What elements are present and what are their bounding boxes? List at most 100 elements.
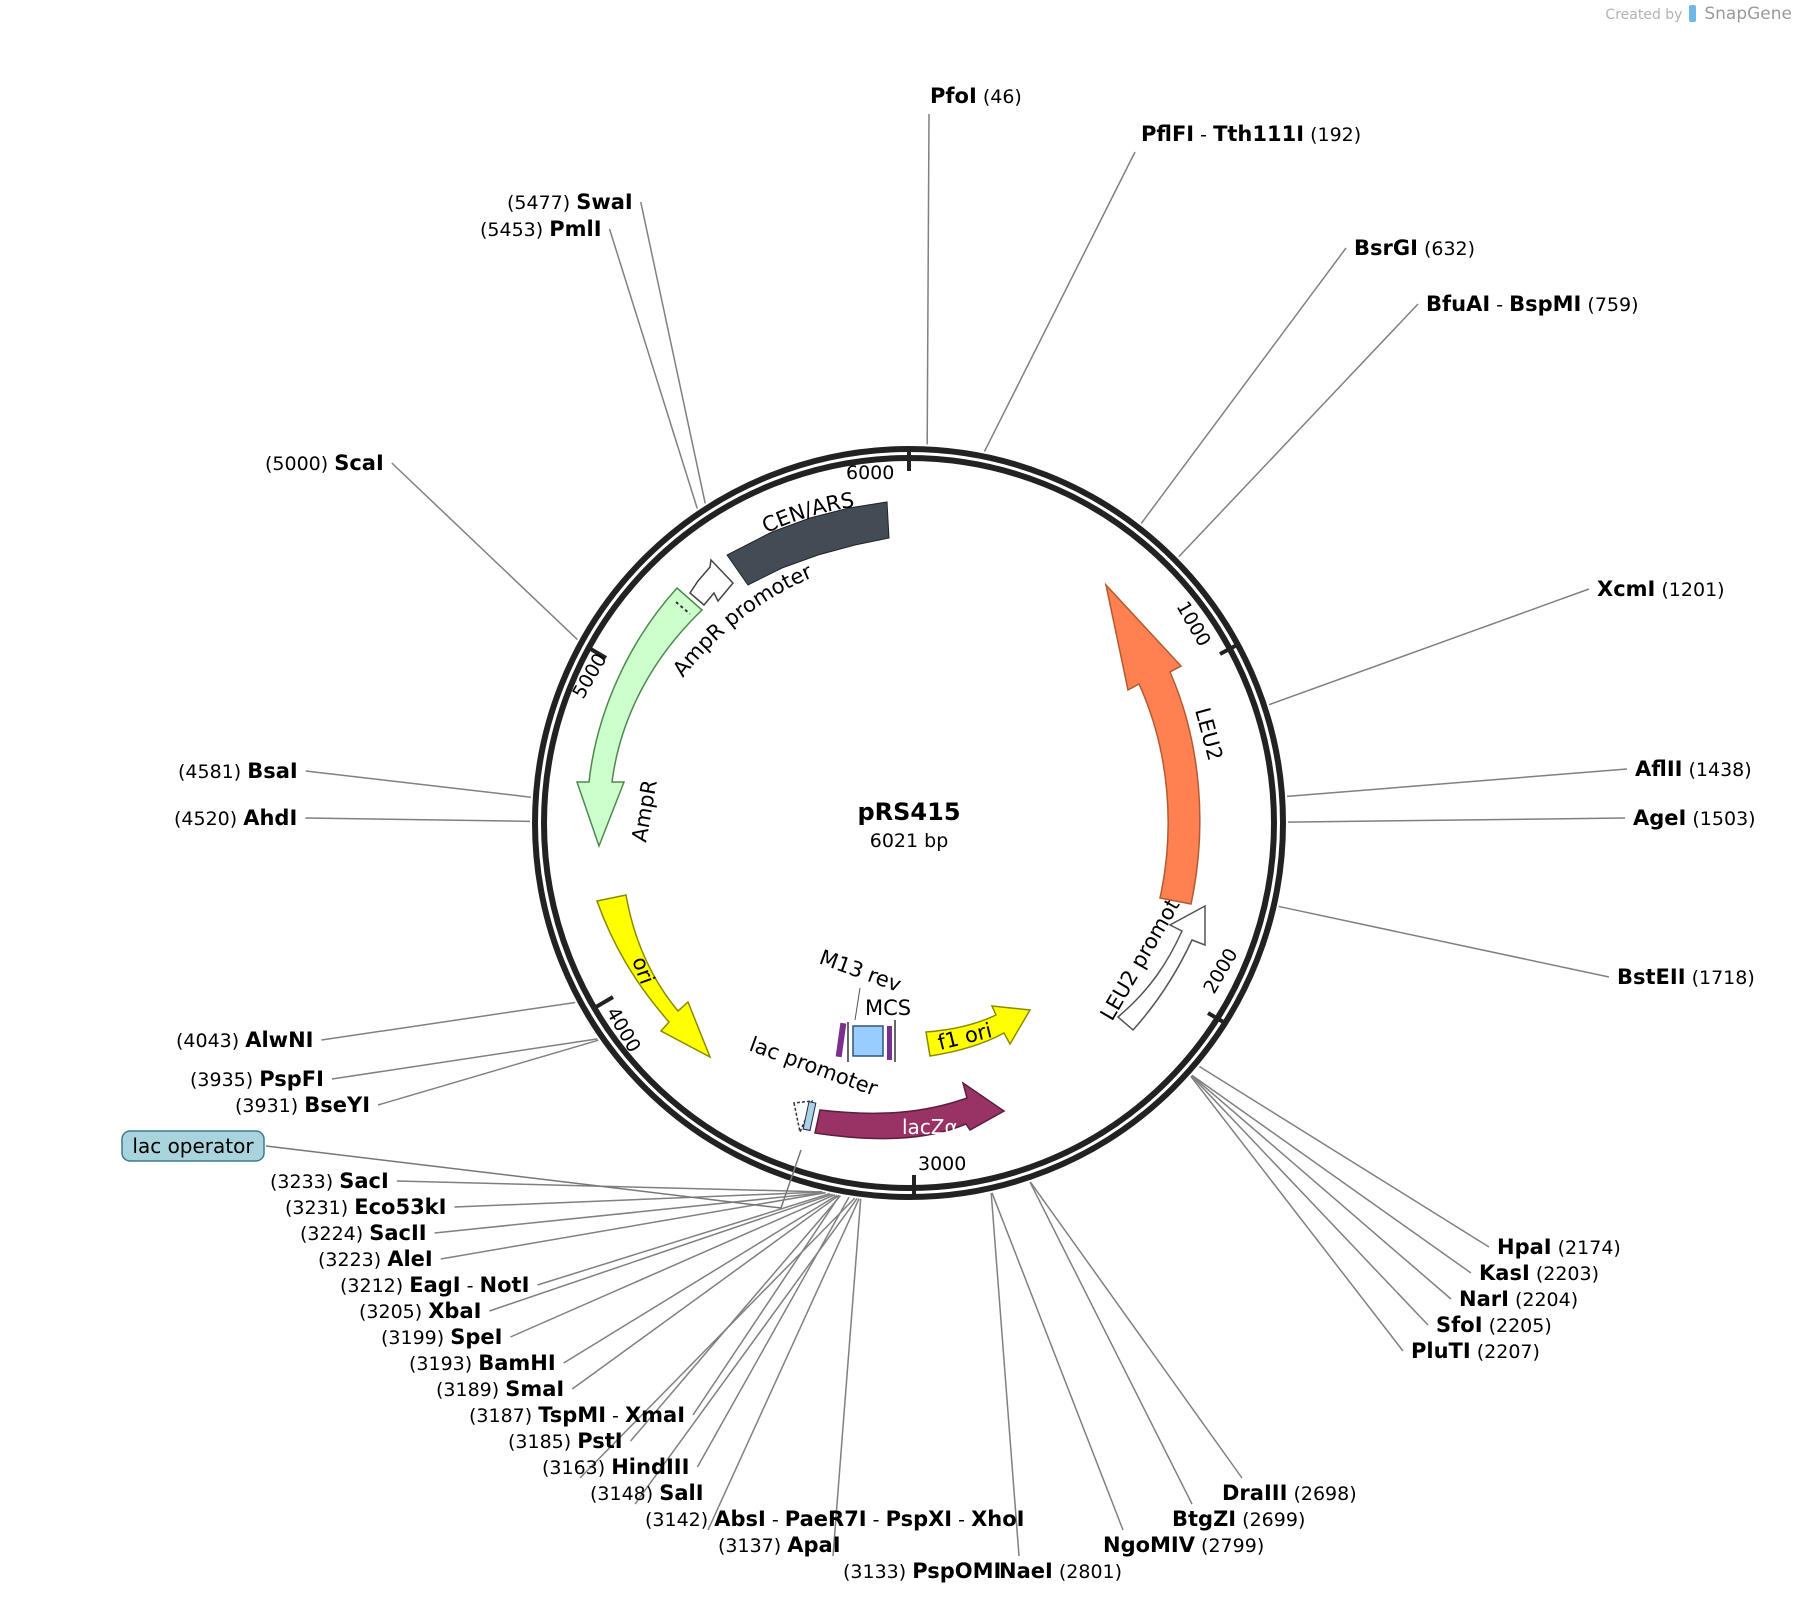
enzyme-name: PspXI (886, 1507, 953, 1531)
enzyme-ahdi-leader (305, 817, 531, 823)
ampr-arrow[interactable] (575, 586, 704, 849)
enzyme-draiii-label[interactable]: DraIII (2698) (1222, 1481, 1357, 1505)
enzyme-pspfi-label[interactable]: (3935) PspFI (190, 1067, 324, 1091)
enzyme-scai-label[interactable]: (5000) ScaI (265, 451, 384, 475)
enzyme-eagi-label[interactable]: (3212) EagI - NotI (340, 1273, 529, 1297)
enzyme-pflfi-label[interactable]: PflFI - Tth111I (192) (1141, 122, 1361, 146)
enzyme-absi-label[interactable]: (3142) AbsI - PaeR7I - PspXI - XhoI (645, 1507, 1024, 1531)
enzyme-alei-label[interactable]: (3223) AleI (318, 1247, 433, 1271)
enzyme-bsai-leader (305, 770, 531, 798)
enzyme-name: AleI (387, 1247, 433, 1271)
enzyme-pmli-label[interactable]: (5453) PmlI (480, 217, 602, 241)
enzyme-nari-label[interactable]: NarI (2204) (1459, 1287, 1578, 1311)
enzyme-naei-label[interactable]: NaeI (2801) (999, 1559, 1122, 1583)
enzyme-saci-label[interactable]: (3233) SacI (270, 1169, 389, 1193)
enzyme-position: (2204) (1515, 1289, 1578, 1311)
enzyme-pfoi-label[interactable]: PfoI (46) (930, 84, 1022, 108)
enzyme-bfuai-label[interactable]: BfuAI - BspMI (759) (1426, 292, 1639, 316)
enzyme-psti-label[interactable]: (3185) PstI (508, 1429, 623, 1453)
enzyme-name: XhoI (971, 1507, 1024, 1531)
mcs-right-marker[interactable] (887, 1026, 892, 1060)
enzyme-position: (3935) (190, 1069, 253, 1091)
enzyme-name: XbaI (428, 1299, 481, 1323)
enzyme-agei-label[interactable]: AgeI (1503) (1633, 806, 1756, 830)
enzyme-pspomi-leader (832, 1198, 862, 1557)
enzyme-position: (4520) (174, 808, 237, 830)
enzyme-xbai-label[interactable]: (3205) XbaI (359, 1299, 481, 1323)
enzyme-separator: - (461, 1275, 480, 1297)
enzyme-sfoi-label[interactable]: SfoI (2205) (1436, 1313, 1552, 1337)
enzyme-position: (3185) (508, 1431, 571, 1453)
enzyme-bsrgi-label[interactable]: BsrGI (632) (1354, 236, 1475, 260)
enzyme-swai-label[interactable]: (5477) SwaI (507, 190, 633, 214)
enzyme-position: (1201) (1661, 579, 1724, 601)
enzyme-position: (3189) (436, 1379, 499, 1401)
ampr-promoter-arrow[interactable] (689, 558, 735, 607)
enzyme-pluti-leader (1190, 1075, 1404, 1352)
ampr-label: AmpR (627, 778, 662, 844)
enzyme-hpai-label[interactable]: HpaI (2174) (1497, 1235, 1621, 1259)
enzyme-name: PspFI (259, 1067, 324, 1091)
enzyme-name: SacI (339, 1169, 389, 1193)
enzyme-alwni-label[interactable]: (4043) AlwNI (176, 1028, 313, 1052)
enzyme-name: PaeR7I (785, 1507, 867, 1531)
enzyme-position: (1438) (1689, 759, 1752, 781)
enzyme-sali-leader (579, 1197, 856, 1479)
enzyme-bsai-label[interactable]: (4581) BsaI (178, 759, 298, 783)
features: CEN/ARS AmpR promoter AmpR ori lacZα f1 … (265, 488, 1227, 1209)
enzyme-name: PflFI (1141, 122, 1194, 146)
lac-operator-callout[interactable]: lac operator (121, 1130, 265, 1162)
enzyme-aflii-label[interactable]: AflII (1438) (1635, 757, 1752, 781)
enzyme-hindiii-label[interactable]: (3163) HindIII (542, 1455, 689, 1479)
enzyme-ngomiv-label[interactable]: NgoMIV (2799) (1103, 1533, 1264, 1557)
mcs-box[interactable] (852, 1025, 884, 1057)
enzyme-position: (2207) (1477, 1341, 1540, 1363)
f1-ori-arrow[interactable] (925, 1005, 1032, 1057)
enzyme-position: (3223) (318, 1249, 381, 1271)
enzyme-position: (3199) (381, 1327, 444, 1349)
enzyme-bamhi-label[interactable]: (3193) BamHI (409, 1351, 556, 1375)
enzyme-xcmi-label[interactable]: XcmI (1201) (1597, 577, 1725, 601)
enzyme-name: SacII (369, 1221, 426, 1245)
enzyme-position: (3187) (469, 1405, 532, 1427)
enzyme-ahdi-label[interactable]: (4520) AhdI (174, 806, 297, 830)
enzyme-apai-label[interactable]: (3137) ApaI (718, 1533, 841, 1557)
tick-label-1000: 1000 (1172, 598, 1215, 651)
enzyme-nari-leader (1191, 1074, 1452, 1300)
enzyme-bamhi-leader (563, 1194, 838, 1364)
f1-ori-label: f1 ori (935, 1018, 994, 1055)
enzyme-pspomi-label[interactable]: (3133) PspOMI (843, 1559, 1001, 1583)
enzyme-bsrgi-leader (1140, 247, 1347, 524)
enzyme-sali-label[interactable]: (3148) SalI (590, 1481, 704, 1505)
enzyme-eco53ki-label[interactable]: (3231) Eco53kI (285, 1195, 446, 1219)
tick-mark-2000 (1206, 1011, 1227, 1025)
leu2-promoter-arrow[interactable] (1116, 904, 1206, 1032)
enzyme-kasi-label[interactable]: KasI (2203) (1479, 1261, 1599, 1285)
cen-ars-arrow[interactable] (726, 501, 890, 586)
credit-prefix: Created by (1605, 7, 1683, 23)
enzyme-separator: - (867, 1509, 886, 1531)
enzyme-pluti-label[interactable]: PluTI (2207) (1411, 1339, 1540, 1363)
enzyme-smai-label[interactable]: (3189) SmaI (436, 1377, 564, 1401)
enzyme-sacii-label[interactable]: (3224) SacII (300, 1221, 427, 1245)
enzyme-spei-label[interactable]: (3199) SpeI (381, 1325, 502, 1349)
enzyme-bseyi-label[interactable]: (3931) BseYI (235, 1093, 370, 1117)
enzyme-name: Tth111I (1213, 122, 1304, 146)
enzyme-scai-leader (391, 462, 578, 641)
enzyme-position: (2174) (1558, 1237, 1621, 1259)
enzyme-tspmi-label[interactable]: (3187) TspMI - XmaI (469, 1403, 685, 1427)
leu2-arrow[interactable] (1104, 582, 1201, 905)
enzyme-separator: - (766, 1509, 785, 1531)
enzyme-name: PmlI (549, 217, 601, 241)
enzyme-name: PluTI (1411, 1339, 1471, 1363)
enzyme-btgzi-label[interactable]: BtgZI (2699) (1172, 1507, 1305, 1531)
tick-mark-4000 (594, 995, 615, 1009)
lacz-alpha-arrow[interactable] (814, 1081, 1006, 1140)
m13-rev-marker[interactable] (835, 1022, 847, 1058)
tick-mark-5000 (587, 646, 608, 660)
ori-arrow[interactable] (596, 894, 712, 1059)
leu2-label: LEU2 (1190, 705, 1227, 763)
lac-operator-marker[interactable] (802, 1101, 817, 1132)
enzyme-bsteii-label[interactable]: BstEII (1718) (1617, 965, 1755, 989)
enzyme-name: NotI (480, 1273, 530, 1297)
